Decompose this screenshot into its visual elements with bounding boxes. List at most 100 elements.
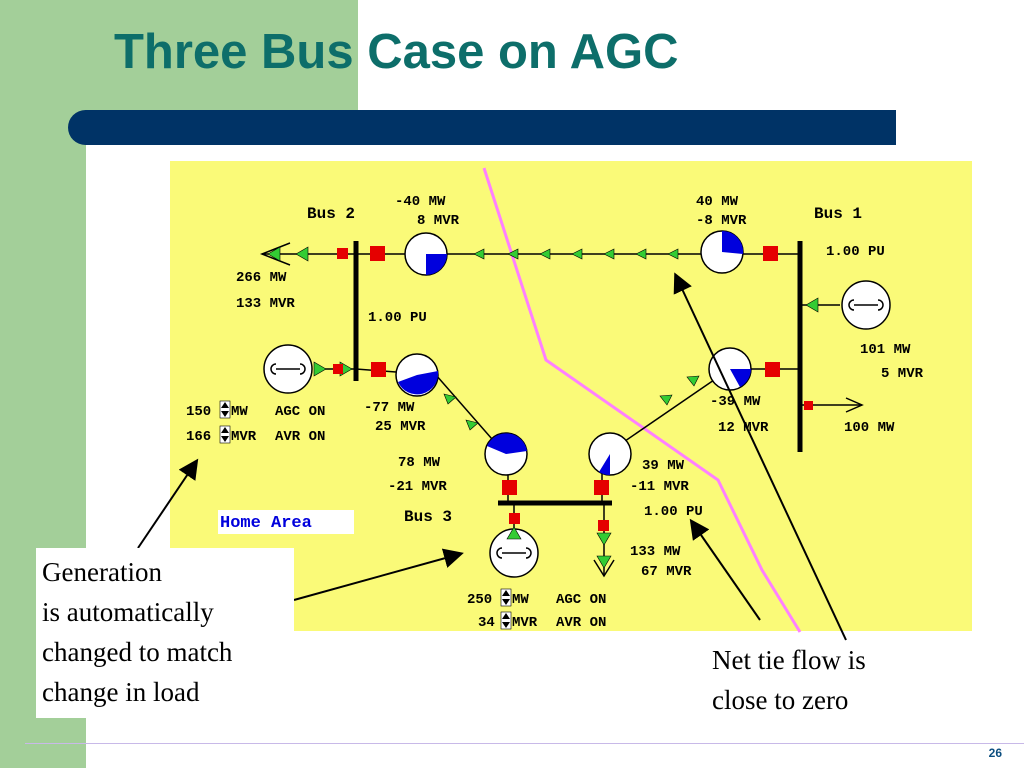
flow-arrow: [659, 394, 673, 406]
flow-arrow: [571, 248, 583, 260]
flow-arrow: [465, 419, 479, 431]
flow-23-bus2-mw: -77 MW: [364, 400, 415, 416]
gen-bus1-mw: 101 MW: [860, 342, 911, 358]
line12-flow-arrows: [473, 248, 679, 260]
flow-arrow: [507, 248, 519, 260]
flow-arrow: [635, 248, 647, 260]
generation-pointer-arrow: [293, 548, 464, 601]
home-area-label[interactable]: Home Area: [220, 514, 312, 533]
footer-divider: [25, 743, 1024, 744]
flow-13-bus1-mvr: 12 MVR: [718, 420, 769, 436]
generation-pointer-arrow: [137, 458, 199, 549]
gen-bus1-mvr: 5 MVR: [881, 366, 924, 382]
load-bus2-mvr: 133 MVR: [236, 296, 295, 312]
load-bus1-mw: 100 MW: [844, 420, 895, 436]
home-area-label-bg: [218, 510, 354, 534]
net-tie-note-line: close to zero: [712, 685, 849, 715]
bus3-label: Bus 3: [404, 508, 452, 526]
oneline-diagram-panel: [170, 161, 972, 631]
load-bus2-arrow: [295, 246, 309, 262]
gen-bus3-agc-status[interactable]: AGC ON: [556, 592, 606, 608]
flow-23-bus3-mw: 78 MW: [398, 455, 441, 471]
gen-bus2-mvr-value[interactable]: 166: [186, 429, 211, 445]
breaker[interactable]: [594, 480, 609, 495]
generation-note-line: is automatically: [42, 597, 214, 627]
bus3-voltage: 1.00 PU: [644, 504, 703, 520]
gen-bus2-mw-value[interactable]: 150: [186, 404, 211, 420]
load-bus2-mw: 266 MW: [236, 270, 287, 286]
breaker[interactable]: [370, 246, 385, 261]
bus1-label: Bus 1: [814, 205, 862, 223]
gen-bus3-arrow: [506, 526, 522, 540]
load-bus3-mvr: 67 MVR: [641, 564, 692, 580]
load-bus2-arrowhead: [259, 242, 291, 266]
flow-pie-line13-bus3: [588, 432, 632, 476]
generator-bus3-symbol: [496, 547, 532, 559]
net-tie-note-line: Net tie flow is: [712, 645, 866, 675]
flow-12-bus1-mvr: -8 MVR: [696, 213, 747, 229]
generation-note-line: Generation: [42, 557, 162, 587]
flow-12-bus2-mw: -40 MW: [395, 194, 446, 210]
net-tie-note: Net tie flow is close to zero: [712, 640, 932, 720]
bus1-voltage: 1.00 PU: [826, 244, 885, 260]
flow-arrow: [667, 248, 679, 260]
gen-bus2-avr-status[interactable]: AVR ON: [275, 429, 325, 445]
gen-bus2-mvr-spinner[interactable]: [219, 425, 231, 444]
breakers: [333, 246, 813, 531]
generation-note: Generation is automatically changed to m…: [36, 548, 294, 718]
gen-bus2-mw-unit: MW: [231, 404, 248, 420]
generator-bus1-symbol: [848, 299, 884, 311]
flow-arrow: [603, 248, 615, 260]
flow-pie-line23-bus3: [484, 432, 528, 476]
breaker[interactable]: [763, 246, 778, 261]
flow-pie-line12-bus1: [700, 230, 744, 274]
flow-13-bus3-mw: 39 MW: [642, 458, 685, 474]
gen-bus3-mvr-spinner[interactable]: [500, 611, 512, 630]
bus2-voltage: 1.00 PU: [368, 310, 427, 326]
gen-bus1-arrow: [805, 297, 819, 313]
tie-line-boundary: [482, 167, 802, 633]
slide-title: Three Bus Case on AGC: [114, 25, 679, 79]
gen-bus3-mvr-value[interactable]: 34: [478, 615, 495, 631]
flow-23-bus2-mvr: 25 MVR: [375, 419, 426, 435]
gen-bus2-mw-spinner[interactable]: [219, 400, 231, 419]
gen-bus3-avr-status[interactable]: AVR ON: [556, 615, 606, 631]
flow-arrow: [473, 248, 485, 260]
gen-bus3-mw-value[interactable]: 250: [467, 592, 492, 608]
breaker[interactable]: [598, 520, 609, 531]
flow-pie-line23-bus2: [395, 353, 439, 397]
net-tie-pointer-arrow: [673, 272, 847, 641]
flow-23-bus3-mvr: -21 MVR: [388, 479, 447, 495]
breaker[interactable]: [333, 364, 343, 374]
breaker[interactable]: [502, 480, 517, 495]
breaker[interactable]: [804, 401, 813, 410]
load-bus3-arrow: [596, 532, 612, 546]
line-bus1-bus3-diag: [611, 368, 731, 451]
breaker[interactable]: [509, 513, 520, 524]
gen-bus2-agc-status[interactable]: AGC ON: [275, 404, 325, 420]
generation-note-line: changed to match: [42, 637, 233, 667]
line23-flow-arrows: [443, 393, 479, 431]
breaker[interactable]: [765, 362, 780, 377]
flow-12-bus1-mw: 40 MW: [696, 194, 739, 210]
title-underline-bar: [68, 110, 896, 145]
breaker[interactable]: [337, 248, 348, 259]
load-bus1-arrowhead: [845, 397, 864, 413]
load-bus2-arrow: [267, 246, 281, 262]
gen-bus3-mw-spinner[interactable]: [500, 588, 512, 607]
load-bus3-arrowhead: [593, 559, 615, 578]
gen-bus2-mvr-unit: MVR: [231, 429, 257, 445]
line13-flow-arrows: [659, 375, 700, 406]
flow-pie-line12-bus2: [404, 232, 448, 276]
flow-12-bus2-mvr: 8 MVR: [417, 213, 460, 229]
flow-13-bus3-mvr: -11 MVR: [630, 479, 689, 495]
flow-arrow: [686, 375, 700, 387]
load-bus3-mw: 133 MW: [630, 544, 681, 560]
gen-bus3-mvr-unit: MVR: [512, 615, 538, 631]
gen-bus2-arrow: [313, 361, 327, 377]
page-number: 26: [988, 746, 1002, 760]
net-tie-pointer-arrow: [689, 518, 761, 621]
generation-note-line: change in load: [42, 677, 200, 707]
breaker[interactable]: [371, 362, 386, 377]
